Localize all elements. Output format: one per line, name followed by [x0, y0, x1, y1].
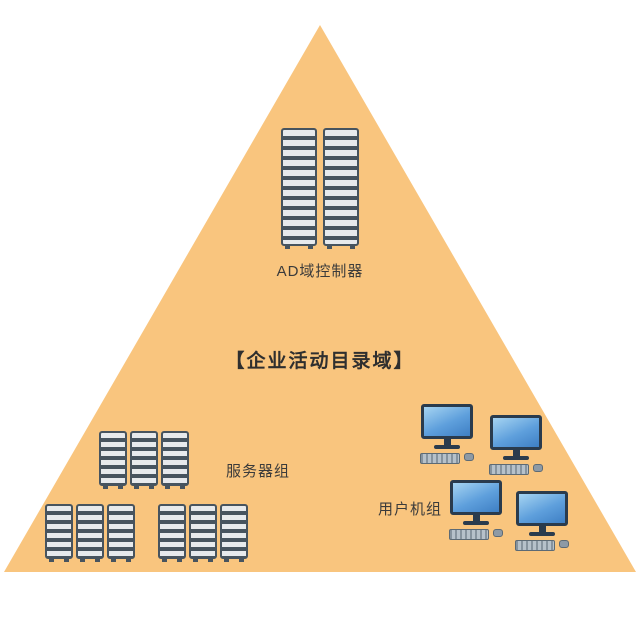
keyboard-icon: [515, 540, 555, 551]
server-rack-icon: [76, 504, 104, 562]
triangle-shape: [4, 25, 636, 572]
monitor-stand: [538, 525, 546, 532]
desktop-computer-icon: [447, 480, 505, 540]
mouse-icon: [559, 540, 569, 548]
monitor-screen: [516, 491, 568, 526]
ad-controller-icons: [281, 128, 359, 249]
server-rack-icon: [45, 504, 73, 562]
monitor-screen: [421, 404, 473, 439]
server-rack-icon: [158, 504, 186, 562]
server-rack-icon: [161, 431, 189, 489]
server-group-label: 服务器组: [226, 463, 291, 480]
keyboard-icon: [489, 464, 529, 475]
monitor-stand: [472, 514, 480, 521]
monitor-screen: [450, 480, 502, 515]
server-rack-icon: [189, 504, 217, 562]
server-rack-icon: [107, 504, 135, 562]
desktop-computer-icon: [418, 404, 476, 464]
server-cluster: [45, 504, 135, 562]
monitor-stand: [512, 449, 520, 456]
ad-controller-label: AD域控制器: [276, 263, 364, 280]
desktop-computer-icon: [487, 415, 545, 475]
server-cluster: [158, 504, 248, 562]
monitor-stand: [443, 438, 451, 445]
ad-controller-node: [281, 128, 359, 249]
monitor-base: [463, 521, 489, 525]
server-rack-icon: [220, 504, 248, 562]
server-rack-icon: [323, 128, 359, 249]
server-rack-icon: [99, 431, 127, 489]
monitor-base: [503, 456, 529, 460]
monitor-base: [529, 532, 555, 536]
desktop-computer-icon: [513, 491, 571, 551]
domain-title: 【企业活动目录域】: [225, 351, 415, 372]
user-group-label: 用户机组: [378, 501, 443, 518]
mouse-icon: [464, 453, 474, 461]
mouse-icon: [493, 529, 503, 537]
server-rack-icon: [281, 128, 317, 249]
monitor-screen: [490, 415, 542, 450]
server-cluster: [99, 431, 189, 489]
server-rack-icon: [130, 431, 158, 489]
monitor-base: [434, 445, 460, 449]
keyboard-icon: [420, 453, 460, 464]
mouse-icon: [533, 464, 543, 472]
keyboard-icon: [449, 529, 489, 540]
